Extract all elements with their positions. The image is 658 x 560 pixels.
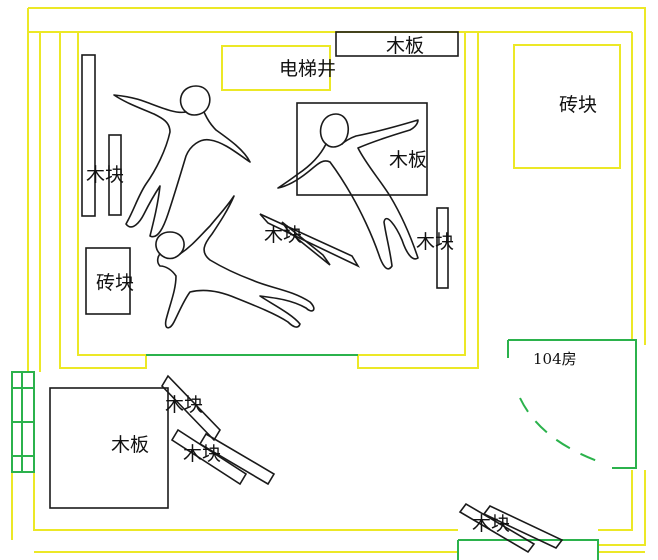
outer-wall-left-lower-inner	[33, 472, 458, 531]
wood-block-mid-2	[281, 221, 331, 266]
body-1-outline	[113, 94, 251, 238]
crossed-blocks-bottom	[458, 502, 564, 554]
crossed-blocks-bottom-left	[160, 374, 276, 486]
label-brick-top-right: 砖块	[559, 94, 597, 116]
door-104-swing	[519, 397, 601, 463]
label-wood-block-left: 木块	[86, 164, 124, 186]
brick-box-top-right	[513, 44, 621, 169]
window-left	[11, 371, 35, 473]
label-wood-block-bottom-a: 木块	[165, 394, 203, 416]
wood-block-b-2	[482, 504, 564, 550]
outer-wall-top-inner	[27, 8, 632, 33]
wood-block-b-1	[458, 502, 536, 554]
elevator-box	[221, 45, 331, 91]
body-outline-2	[277, 113, 419, 270]
body-2-head	[319, 113, 349, 148]
brick-left	[85, 247, 131, 315]
label-plank-bottom-left: 木板	[111, 434, 149, 456]
label-plank-middle: 木板	[389, 149, 427, 171]
body-outline-1	[113, 85, 251, 238]
wood-block-bl-2	[170, 428, 248, 486]
walls	[11, 7, 646, 553]
wood-block-left-a	[81, 54, 96, 217]
bottom-door	[457, 539, 599, 560]
labels: 电梯井 木板 砖块 木块 木板 木块 木块 砖块 104房 木板 木块 木块 木…	[86, 35, 597, 535]
outer-wall-right-inner-lower	[598, 470, 633, 531]
wood-block-bl-3	[198, 432, 276, 486]
door-104-frame	[508, 339, 637, 469]
body-3-outline	[156, 195, 315, 329]
label-room-104: 104房	[533, 350, 577, 368]
crossed-blocks-mid	[259, 213, 361, 268]
body-outline-3	[155, 195, 315, 329]
outer-wall-top	[28, 7, 646, 345]
plank-bottom-left	[49, 387, 169, 509]
body-outlines	[113, 85, 419, 329]
label-wood-block-bottom-c: 木块	[472, 513, 510, 535]
label-wood-block-bottom-b: 木块	[183, 443, 221, 465]
label-plank-top: 木板	[386, 35, 424, 57]
wood-block-right	[436, 207, 449, 289]
plank-middle	[296, 102, 428, 196]
outer-wall-right-lower	[598, 470, 646, 546]
body-1-head	[179, 85, 211, 116]
plank-top	[335, 31, 459, 57]
wood-block-mid-1	[259, 213, 361, 268]
room-wall-left	[59, 32, 147, 369]
wood-block-left-b	[108, 134, 122, 216]
objects	[49, 31, 564, 554]
wood-block-bl-1	[160, 374, 222, 442]
room-wall-right	[357, 32, 479, 369]
label-wood-block-mid-a: 木块	[264, 224, 302, 246]
label-elevator-shaft: 电梯井	[279, 58, 336, 80]
body-3-head	[155, 231, 185, 260]
label-brick-left: 砖块	[96, 272, 134, 294]
label-wood-block-mid-b: 木块	[416, 231, 454, 253]
doors-windows	[11, 339, 637, 560]
body-2-outline	[277, 119, 419, 270]
